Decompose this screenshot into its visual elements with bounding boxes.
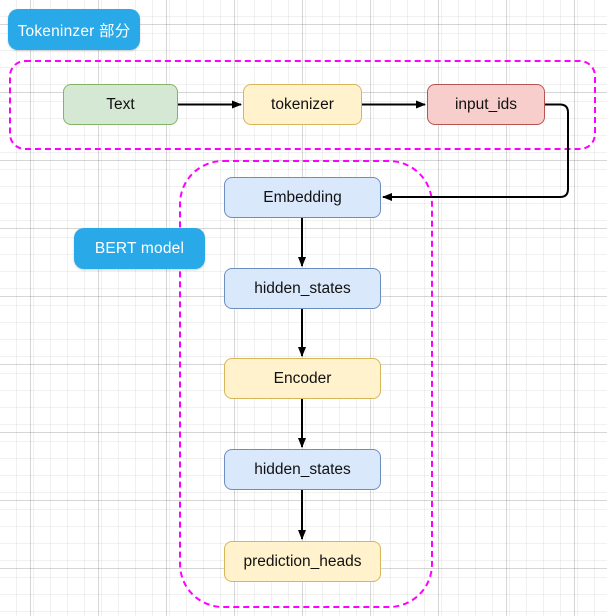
node-hidden-states-2[interactable]: hidden_states — [224, 449, 381, 490]
group-label-tokenizer[interactable]: Tokeninzer 部分 — [8, 9, 140, 50]
node-hidden-states-1[interactable]: hidden_states — [224, 268, 381, 309]
group-container-tokenizer — [9, 60, 596, 150]
group-container-bert-model — [179, 160, 433, 608]
node-encoder[interactable]: Encoder — [224, 358, 381, 399]
node-input-ids[interactable]: input_ids — [427, 84, 545, 125]
node-prediction-heads[interactable]: prediction_heads — [224, 541, 381, 582]
node-embedding[interactable]: Embedding — [224, 177, 381, 218]
group-label-bert-model[interactable]: BERT model — [74, 228, 205, 269]
node-tokenizer[interactable]: tokenizer — [243, 84, 362, 125]
node-text[interactable]: Text — [63, 84, 178, 125]
